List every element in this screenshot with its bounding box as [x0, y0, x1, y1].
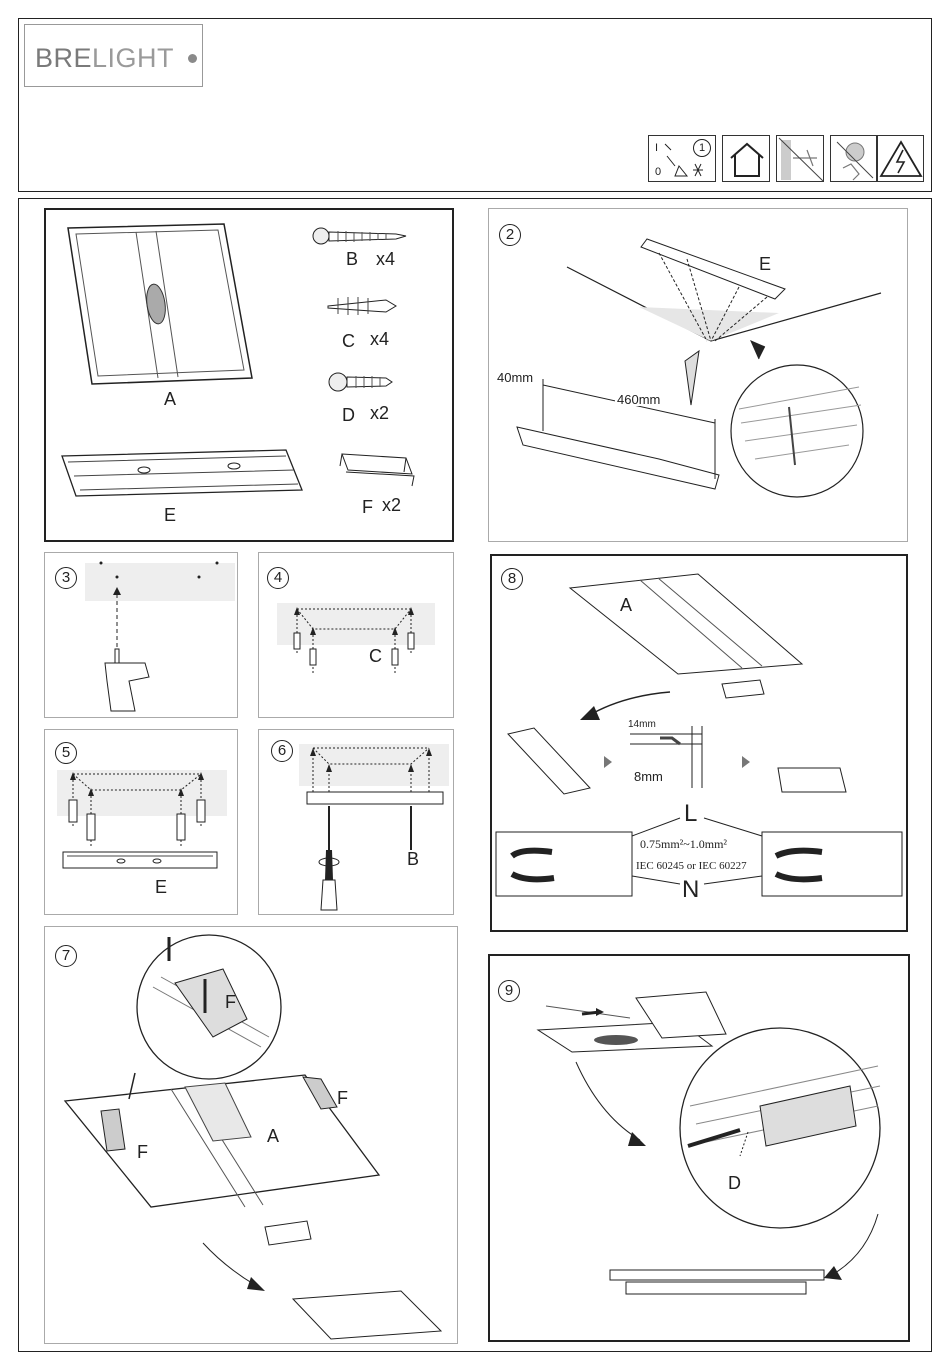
step-7-f3-label: F: [137, 1143, 148, 1161]
step-2-dim-span: 460mm: [615, 393, 662, 406]
step-3-panel: 3: [44, 552, 238, 718]
step-7-f1-label: F: [225, 993, 236, 1011]
anchor-illustration: [259, 553, 455, 719]
step-8-gap-length: 8mm: [634, 770, 663, 783]
step-8-wire-standard: IEC 60245 or IEC 60227: [636, 860, 747, 873]
drill-illustration: [45, 553, 239, 719]
step-8-wire-gauge: 0.75mm²~1.0mm²: [640, 838, 727, 851]
step-5-e-label: E: [155, 878, 167, 896]
step-2-illustration: [489, 209, 909, 543]
step-6-illustration: [259, 730, 455, 916]
part-a-label: A: [164, 390, 176, 408]
step-7-panel: 7 F F F A: [44, 926, 458, 1344]
step-2-panel: 2 E 40mm 460mm: [488, 208, 908, 542]
part-c-label: C: [342, 332, 355, 350]
indoor-use-icon: [722, 135, 770, 182]
part-b-label: B: [346, 250, 358, 268]
step-2-dim-left: 40mm: [497, 371, 533, 384]
step-2-e-label: E: [759, 255, 771, 273]
step-5-illustration: [45, 730, 239, 916]
step-9-d-label: D: [728, 1174, 741, 1192]
part-b-qty: x4: [376, 250, 395, 268]
brand-wordmark: BRELIGHT: [35, 43, 174, 74]
part-f-label: F: [362, 498, 373, 516]
step-7-illustration: [45, 927, 459, 1345]
part-f-qty: x2: [382, 496, 401, 514]
part-d-qty: x2: [370, 404, 389, 422]
step-7-f2-label: F: [337, 1089, 348, 1107]
electric-shock-warning-icon: [876, 135, 924, 182]
part-e-label: E: [164, 506, 176, 524]
step-9-panel: 9 D: [488, 954, 910, 1342]
step-7-a-label: A: [267, 1127, 279, 1145]
brand-dot-icon: [188, 54, 197, 63]
no-led-touch-icon: [830, 135, 878, 182]
step-9-illustration: [490, 956, 912, 1344]
power-off-warning-icon: I 0 1: [648, 135, 716, 182]
step-8-live-label: L: [684, 800, 697, 828]
part-c-qty: x4: [370, 330, 389, 348]
step-8-strip-length: 14mm: [628, 718, 656, 731]
step-8-panel: 8 A 14mm 8mm L N 0.75mm²~1.0mm² IEC 6024…: [490, 554, 908, 932]
step-8-a-label: A: [620, 596, 632, 614]
step-4-c-label: C: [369, 647, 382, 665]
step-1-parts-panel: A B x4 C x4 D x2 E F x2: [44, 208, 454, 542]
step-6-panel: 6 B: [258, 729, 454, 915]
brand-logo: BRELIGHT: [24, 24, 203, 87]
step-5-panel: 5 E: [44, 729, 238, 915]
no-covering-icon: [776, 135, 824, 182]
part-d-label: D: [342, 406, 355, 424]
wiring-illustration: [492, 556, 910, 934]
step-8-neutral-label: N: [682, 876, 699, 904]
step-6-b-label: B: [407, 850, 419, 868]
step-4-panel: 4 C: [258, 552, 454, 718]
